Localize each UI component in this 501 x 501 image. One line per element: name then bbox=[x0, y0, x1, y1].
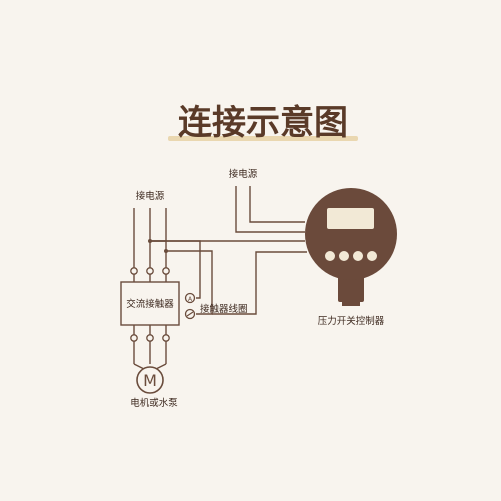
coil-terminal-a2-mark bbox=[186, 311, 194, 317]
contactor-terminal-top-1 bbox=[130, 267, 138, 275]
controller-power-wire-c bbox=[249, 186, 305, 223]
controller-power-wire-b bbox=[235, 186, 305, 233]
wiring bbox=[133, 186, 307, 371]
contactor-terminal-bottom-3 bbox=[162, 334, 170, 342]
label-coil: 接触器线圈 bbox=[200, 303, 248, 315]
label-motor: 电机或水泵 bbox=[130, 397, 178, 409]
controller-button-2 bbox=[339, 251, 349, 261]
contactor-terminal-bottom-1 bbox=[130, 334, 138, 342]
coil-tap-wire bbox=[166, 250, 213, 315]
contactor-terminal-top-3 bbox=[162, 267, 170, 275]
label-power-right: 接电源 bbox=[229, 168, 258, 180]
controller-body bbox=[305, 188, 397, 280]
page-title: 连接示意图 bbox=[178, 103, 348, 143]
controller-display bbox=[327, 208, 374, 229]
label-contactor: 交流接触器 bbox=[126, 298, 174, 310]
controller-stem bbox=[338, 276, 364, 302]
controller-button-1 bbox=[325, 251, 335, 261]
junction-dot bbox=[164, 249, 168, 253]
controller-button-3 bbox=[353, 251, 363, 261]
label-power-left: 接电源 bbox=[136, 190, 165, 202]
contactor-terminal-bottom-2 bbox=[146, 334, 154, 342]
title-underline bbox=[168, 136, 358, 141]
coil-feed-wire bbox=[150, 240, 201, 299]
motor-symbol: M bbox=[143, 371, 157, 390]
coil-terminal-a1-mark: A bbox=[188, 296, 193, 303]
label-controller: 压力开关控制器 bbox=[318, 315, 385, 327]
pressure-controller bbox=[305, 188, 397, 306]
controller-stem-base bbox=[342, 300, 360, 306]
contactor-terminal-top-2 bbox=[146, 267, 154, 275]
coil-terminal-a1 bbox=[184, 292, 196, 304]
junction-dot bbox=[148, 239, 152, 243]
motor-icon bbox=[136, 366, 164, 394]
controller-coil-wire bbox=[212, 251, 307, 315]
controller-button-4 bbox=[367, 251, 377, 261]
